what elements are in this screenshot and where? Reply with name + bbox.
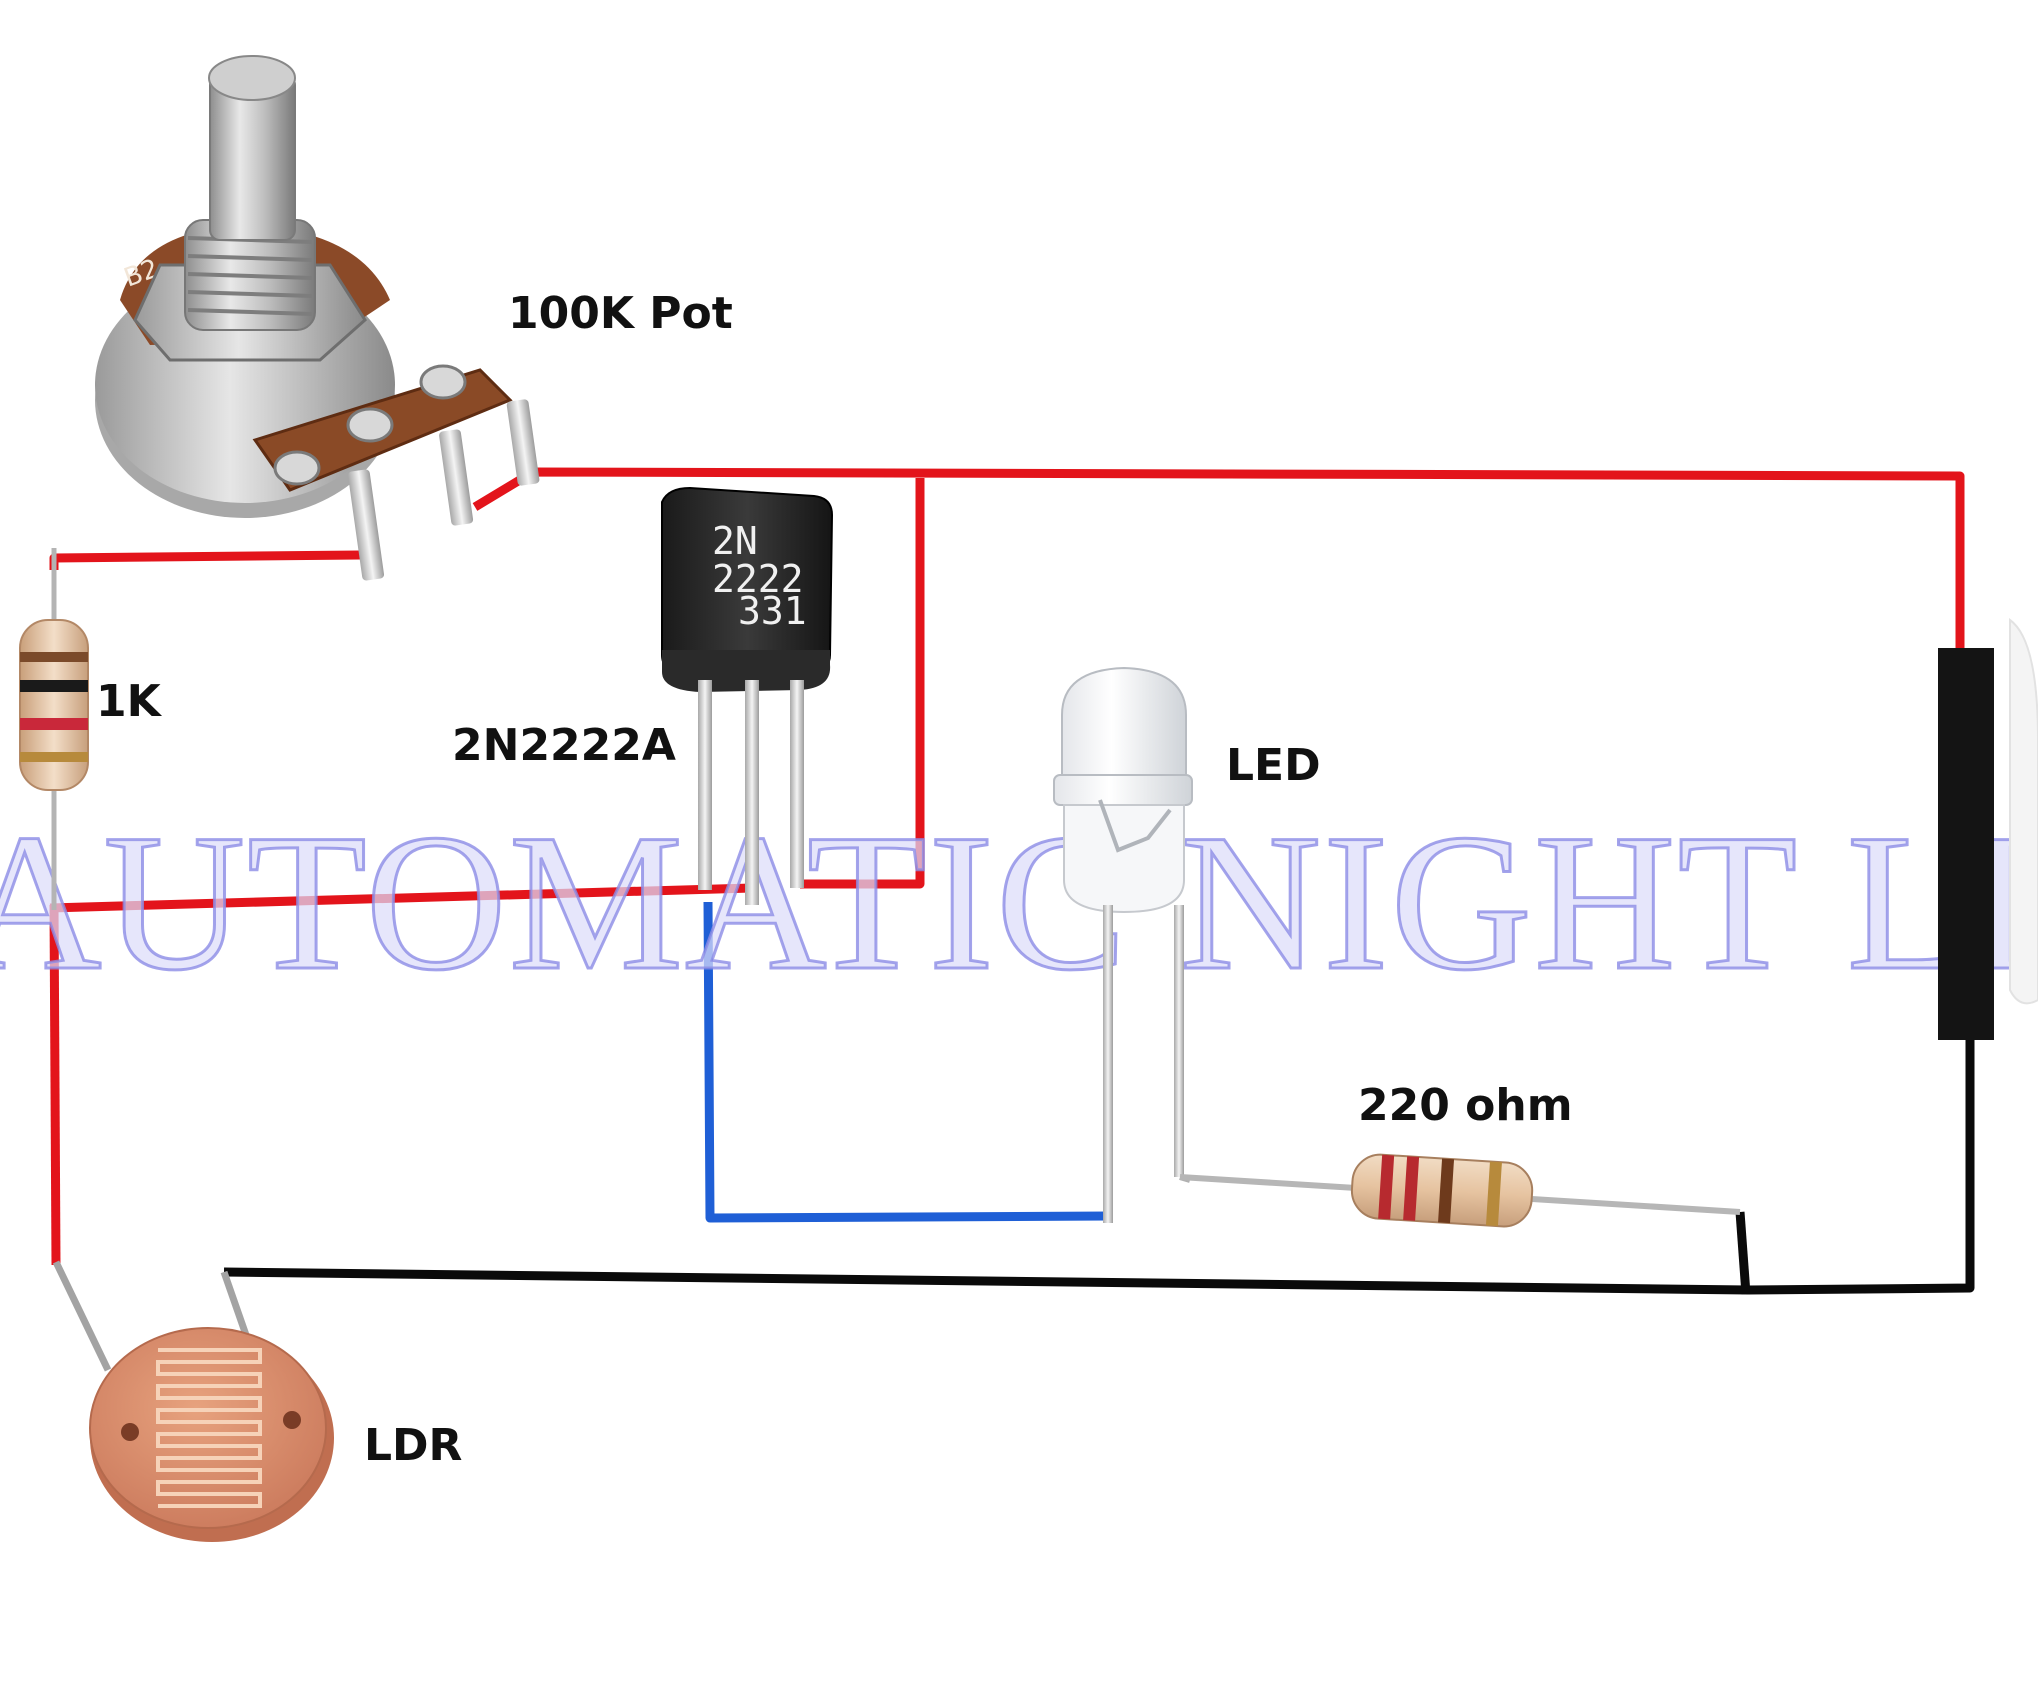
wire-divider-to-base xyxy=(49,883,753,913)
label-resistor-1k: 1K xyxy=(96,676,163,727)
wire-emitter-to-led xyxy=(703,901,1111,1223)
label-ldr: LDR xyxy=(364,1420,462,1471)
black-bar-component xyxy=(1938,618,2038,1040)
label-transistor: 2N2222A xyxy=(452,720,676,771)
pot-terminals xyxy=(273,364,467,486)
watermark-title: AUTOMATIC NIGHT LIGHT xyxy=(0,794,2038,1011)
transistor-image: 2N 2222 331 xyxy=(661,486,834,905)
led-image xyxy=(1053,666,1193,1223)
transistor-marking-line2: 2222 xyxy=(712,557,804,601)
transistor-marking-line1: 2N xyxy=(712,519,758,563)
wire-ground-rail xyxy=(223,1030,1975,1295)
resistor-1k-image xyxy=(19,548,89,910)
ldr-pattern xyxy=(156,1348,262,1508)
wires xyxy=(49,467,1975,1295)
label-led: LED xyxy=(1226,740,1321,791)
wire-220-to-ground xyxy=(1735,1211,1751,1295)
label-potentiometer: 100K Pot xyxy=(508,288,733,339)
wire-pot-to-1k xyxy=(49,550,361,570)
wire-positive-collector xyxy=(800,478,925,889)
transistor-marking-line3: 331 xyxy=(738,589,807,633)
wire-divider-to-ldr xyxy=(49,904,61,1266)
wire-positive-top-rail xyxy=(472,467,1965,650)
ldr-image xyxy=(52,1260,334,1542)
label-resistor-220: 220 ohm xyxy=(1358,1080,1573,1131)
potentiometer-image: B2 xyxy=(95,55,540,581)
resistor-220-image xyxy=(1179,1153,1741,1228)
